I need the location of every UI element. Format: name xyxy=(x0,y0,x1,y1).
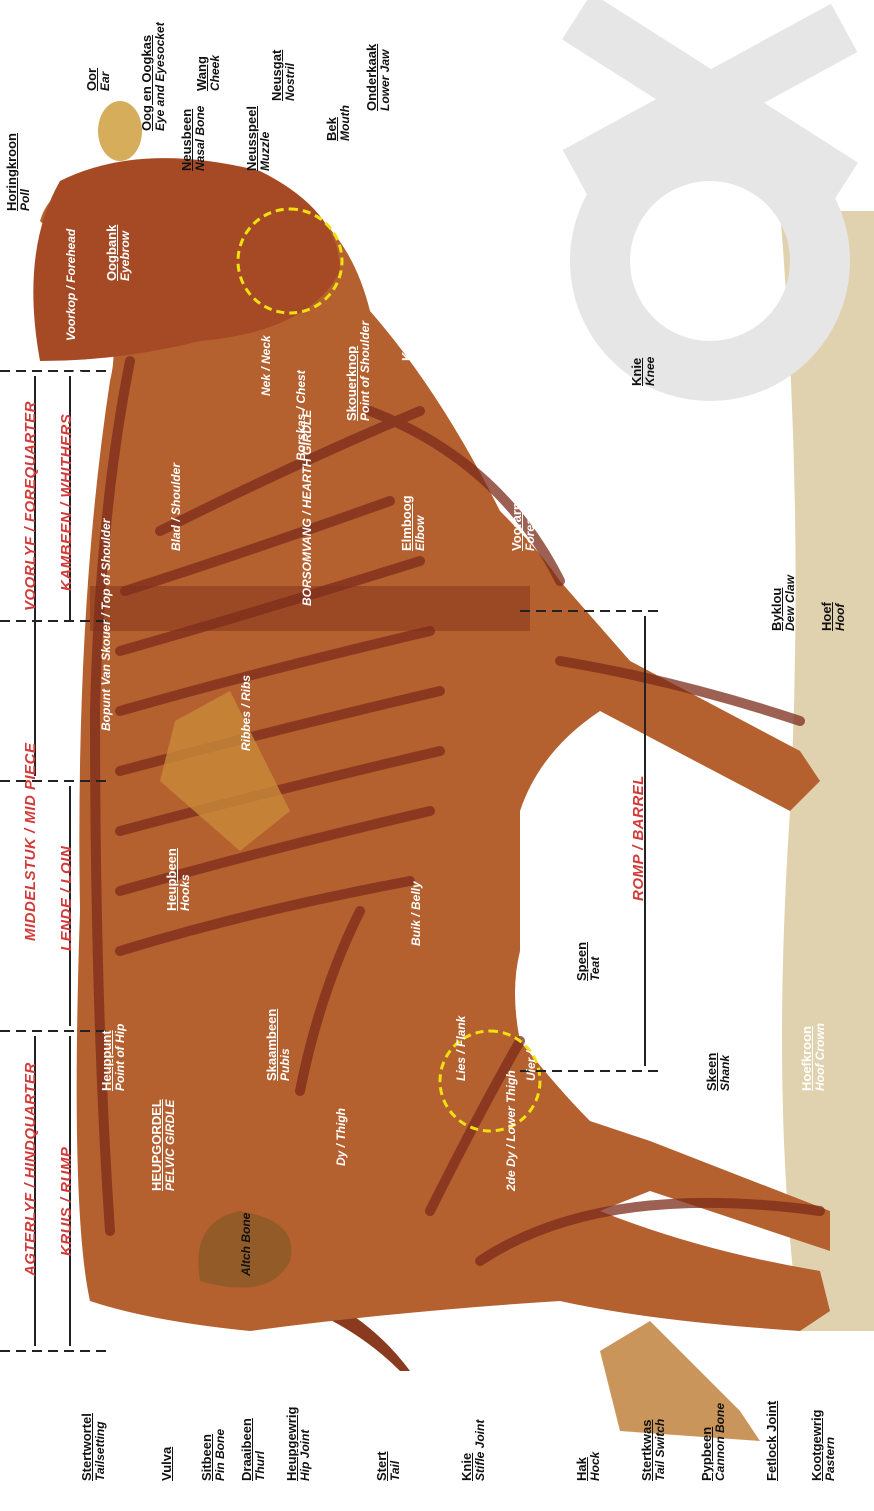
section-middelstuk: MIDDELSTUK / MID PIECE xyxy=(22,742,39,941)
label-nek: Nek / Neck xyxy=(260,335,273,396)
label-top-shoulder: Bopunt Van Skouer / Top of Shoulder xyxy=(100,519,113,731)
label-lower-thigh: 2de Dy / Lower Thigh xyxy=(505,1070,518,1191)
label-vulva: Vulva xyxy=(160,1447,174,1481)
section-lende: LENDE / LOIN xyxy=(58,846,75,951)
label-borsstuk: Borsstuk / Brisket xyxy=(505,378,518,481)
label-borskas: Borskas / Chest xyxy=(295,370,308,461)
label-altch: Altch Bone xyxy=(240,1213,253,1276)
label-buik: Buik / Belly xyxy=(410,881,423,946)
label-lies: Lies / Flank xyxy=(455,1016,468,1081)
section-romp: ROMP / BARREL xyxy=(630,775,647,901)
label-fetlock: Fetlock Joint xyxy=(765,1401,779,1481)
section-voorlyf: VOORLYF / FOREQUARTER xyxy=(22,401,39,611)
label-skof: Skof / Hump xyxy=(70,366,83,436)
watermark-symbol xyxy=(600,31,820,371)
section-kruis: KRUIS / RUMP xyxy=(58,1147,75,1256)
label-uier: Uier / Udder xyxy=(525,1013,538,1081)
label-blad: Blad / Shoulder xyxy=(170,463,183,551)
section-agterlyf: AGTERLYF / HINDQUARTER xyxy=(22,1062,39,1276)
ear-shape xyxy=(98,101,142,161)
label-naelvel: Naelvel / Navel xyxy=(535,822,548,906)
section-kambeen: KAMBEEN / WHITHERS xyxy=(58,414,75,591)
label-dy: Dy / Thigh xyxy=(335,1108,348,1166)
label-voorkop: Voorkop / Forehead xyxy=(65,229,78,341)
label-ribbes: Ribbes / Ribs xyxy=(240,675,253,751)
tail-switch-shape xyxy=(600,1321,760,1441)
